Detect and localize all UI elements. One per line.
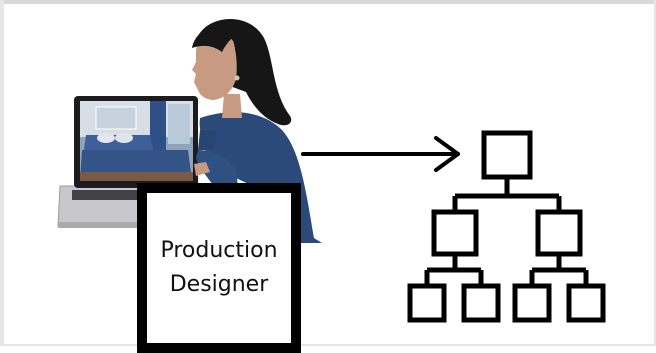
org-chart-icon (407, 130, 606, 323)
org-node-top (481, 130, 533, 180)
right-arrow-icon (301, 136, 460, 172)
bottom-border (0, 344, 656, 346)
org-node-leaf-1 (407, 283, 447, 323)
right-border (654, 0, 656, 346)
laptop-screen-bedroom (80, 101, 193, 181)
org-node-leaf-4 (566, 283, 606, 323)
role-label-line-2: Designer (169, 272, 269, 297)
laptop (57, 96, 206, 228)
top-border (0, 0, 656, 4)
org-node-leaf-2 (461, 283, 501, 323)
org-node-leaf-3 (512, 283, 552, 323)
left-border (0, 0, 4, 346)
org-node-mid-right (535, 209, 583, 257)
org-node-mid-left (431, 209, 479, 257)
role-label-line-1: Production (160, 238, 278, 263)
